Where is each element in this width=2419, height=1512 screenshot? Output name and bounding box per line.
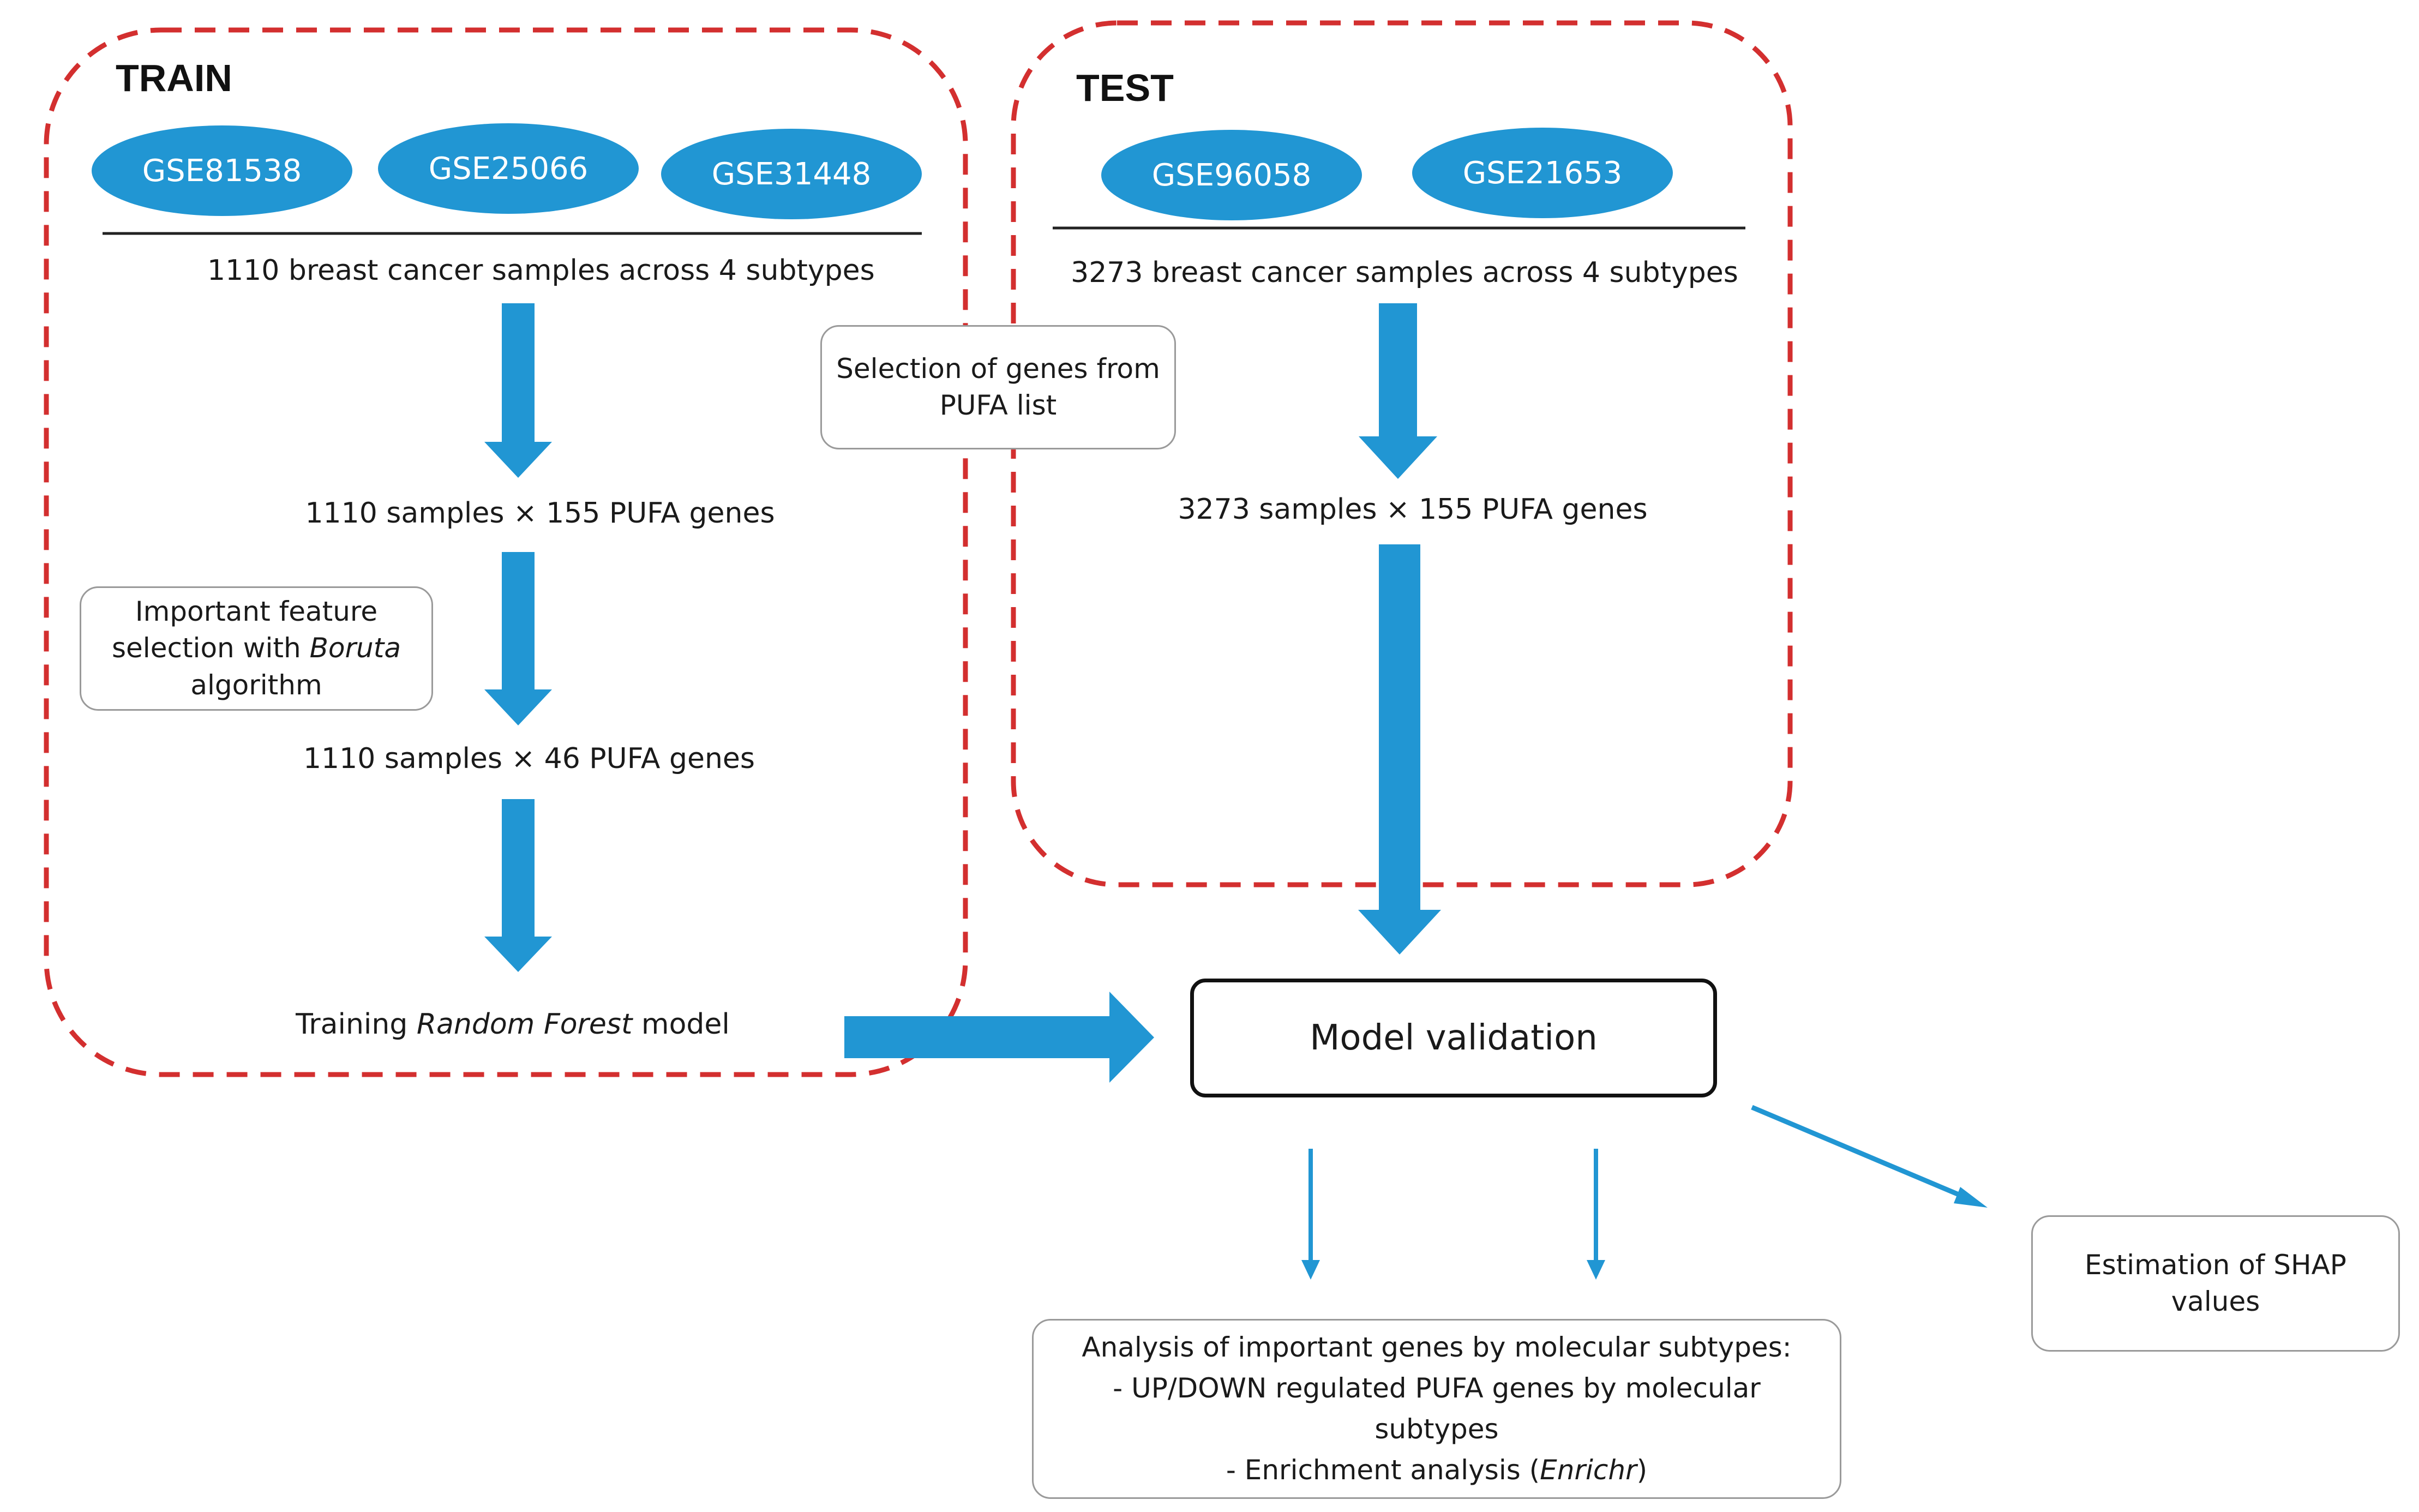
train-155-genes-label: 1110 samples × 155 PUFA genes bbox=[305, 497, 775, 530]
arrow-train-samples-to-155 bbox=[484, 303, 552, 478]
gene-selection-line2: PUFA list bbox=[939, 389, 1057, 421]
boruta-note-line2: selection with Boruta bbox=[112, 632, 401, 664]
dataset-gse25066: GSE25066 bbox=[378, 123, 639, 214]
arrow-test-samples-to-155 bbox=[1359, 303, 1437, 479]
model-validation-box: Model validation bbox=[1190, 979, 1717, 1097]
dataset-gse96058: GSE96058 bbox=[1101, 130, 1362, 220]
arrow-training-to-validation bbox=[844, 992, 1154, 1083]
subtype-analysis-box: Analysis of important genes by molecular… bbox=[1032, 1319, 1841, 1499]
train-samples-label: 1110 breast cancer samples across 4 subt… bbox=[207, 254, 875, 287]
dataset-gse31448: GSE31448 bbox=[661, 129, 922, 219]
test-title: TEST bbox=[1076, 67, 1174, 109]
training-random-forest-label: Training Random Forest model bbox=[296, 1008, 730, 1041]
arrow-validation-to-shap bbox=[1751, 1105, 1970, 1202]
train-group-frame bbox=[44, 27, 968, 1077]
shap-line1: Estimation of SHAP bbox=[2085, 1249, 2346, 1281]
arrowhead-analysis-left bbox=[1301, 1260, 1320, 1280]
analysis-item-enrichment: - Enrichment analysis (Enrichr) bbox=[1226, 1454, 1648, 1486]
dataset-gse21653: GSE21653 bbox=[1412, 128, 1673, 218]
boruta-feature-selection-note: Important feature selection with Boruta … bbox=[80, 586, 433, 711]
model-validation-label: Model validation bbox=[1310, 1017, 1598, 1058]
train-title: TRAIN bbox=[116, 57, 232, 99]
shap-estimation-box: Estimation of SHAP values bbox=[2031, 1215, 2400, 1352]
arrowhead-analysis-right bbox=[1587, 1260, 1605, 1280]
pufa-gene-selection-note: Selection of genes from PUFA list bbox=[820, 325, 1176, 449]
test-155-genes-label: 3273 samples × 155 PUFA genes bbox=[1178, 493, 1648, 526]
shap-line2: values bbox=[2171, 1286, 2260, 1317]
arrow-train-46-to-training bbox=[484, 799, 552, 972]
boruta-note-line3: algorithm bbox=[190, 669, 322, 701]
analysis-item-updown-cont: subtypes bbox=[1374, 1413, 1499, 1445]
analysis-item-updown: - UP/DOWN regulated PUFA genes by molecu… bbox=[1113, 1372, 1761, 1404]
boruta-note-line1: Important feature bbox=[135, 595, 378, 627]
test-samples-label: 3273 breast cancer samples across 4 subt… bbox=[1071, 256, 1738, 289]
dataset-gse81538: GSE81538 bbox=[92, 125, 352, 216]
arrow-train-155-to-46 bbox=[484, 552, 552, 725]
arrowhead-shap bbox=[1954, 1187, 1988, 1208]
analysis-heading: Analysis of important genes by molecular… bbox=[1082, 1331, 1792, 1363]
train-46-genes-label: 1110 samples × 46 PUFA genes bbox=[303, 742, 755, 775]
gene-selection-line1: Selection of genes from bbox=[836, 352, 1160, 385]
arrow-test-to-validation bbox=[1358, 544, 1441, 955]
